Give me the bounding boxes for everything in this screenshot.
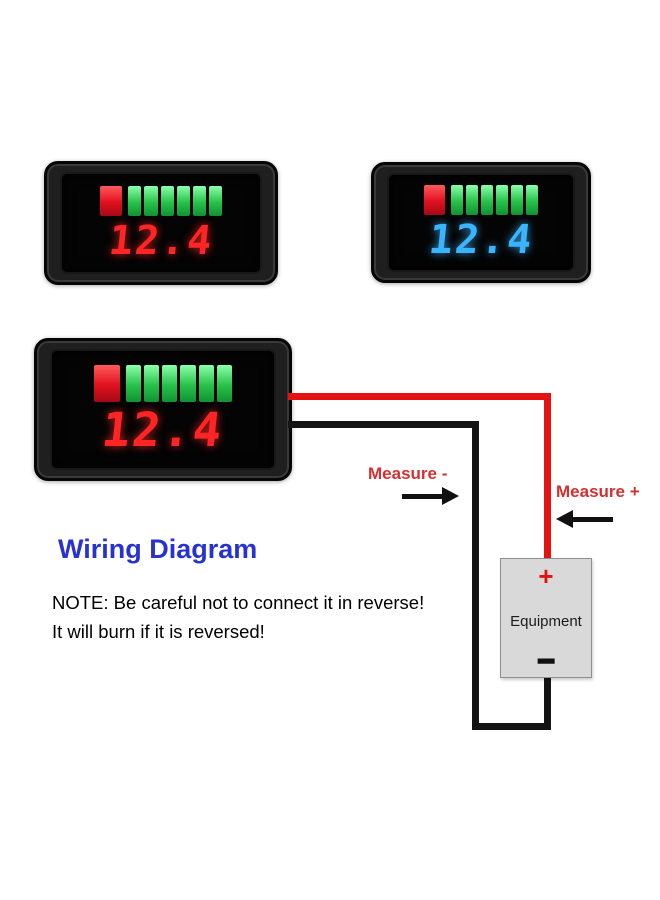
note-line-1: NOTE: Be careful not to connect it in re…	[52, 592, 425, 613]
black-wire-horizontal	[288, 421, 479, 428]
arrow-shaft	[402, 494, 444, 499]
voltmeter-top-right: 12.4	[371, 162, 591, 283]
note-line-2: It will burn if it is reversed!	[52, 620, 265, 642]
arrow-left-icon	[556, 510, 614, 528]
plus-terminal: +	[538, 561, 554, 591]
arrow-head	[442, 487, 459, 505]
red-wire-vertical	[544, 393, 551, 561]
arrow-right-icon	[402, 487, 460, 505]
black-wire-vertical	[472, 421, 479, 730]
gauge-segment-green	[180, 365, 196, 402]
gauge-segment-red	[423, 185, 445, 215]
gauge-segment-green	[192, 185, 207, 216]
black-wire-bottom	[472, 723, 551, 730]
gauge-segment-green	[216, 365, 232, 402]
black-wire-to-equipment	[544, 676, 551, 730]
gauge-segment-green	[128, 185, 142, 216]
gauge-segment-green	[495, 185, 508, 215]
measure-minus-label: Measure -	[368, 464, 448, 483]
gauge-segment-green	[450, 185, 463, 215]
equipment-box: + Equipment −	[500, 558, 592, 678]
equipment-label: Equipment	[510, 613, 582, 630]
gauge-segment-red	[99, 185, 123, 216]
gauge-segment-green	[480, 185, 493, 215]
minus-terminal: −	[536, 645, 555, 678]
voltmeter-screen: 12.4	[62, 174, 260, 272]
note-text: NOTE: Be careful not to connect it in re…	[52, 589, 552, 646]
voltage-reading: 12.4	[426, 217, 536, 263]
voltmeter-screen: 12.4	[389, 175, 573, 270]
battery-level-gauge	[99, 185, 223, 216]
gauge-segment-green	[125, 365, 142, 402]
arrow-shaft	[571, 517, 613, 522]
gauge-segment-green	[160, 185, 174, 216]
gauge-segment-green	[465, 185, 478, 215]
red-wire-horizontal	[288, 393, 551, 400]
gauge-segment-green	[198, 365, 214, 402]
page-title: Wiring Diagram	[58, 534, 258, 564]
battery-level-gauge	[423, 185, 539, 215]
battery-level-gauge	[94, 365, 232, 402]
voltage-reading: 12.4	[106, 217, 216, 264]
gauge-segment-green	[144, 365, 160, 402]
gauge-segment-green	[176, 185, 190, 216]
gauge-segment-red	[94, 365, 120, 402]
gauge-segment-green	[162, 365, 178, 402]
measure-plus-label: Measure +	[556, 482, 640, 501]
gauge-segment-green	[209, 185, 223, 216]
voltmeter-screen: 12.4	[52, 351, 274, 468]
voltmeter-top-left: 12.4	[44, 161, 278, 285]
gauge-segment-green	[144, 185, 158, 216]
gauge-segment-green	[510, 185, 523, 215]
arrow-head	[556, 510, 573, 528]
voltage-reading: 12.4	[99, 403, 227, 458]
gauge-segment-green	[525, 185, 539, 215]
voltmeter-main: 12.4	[34, 338, 292, 481]
